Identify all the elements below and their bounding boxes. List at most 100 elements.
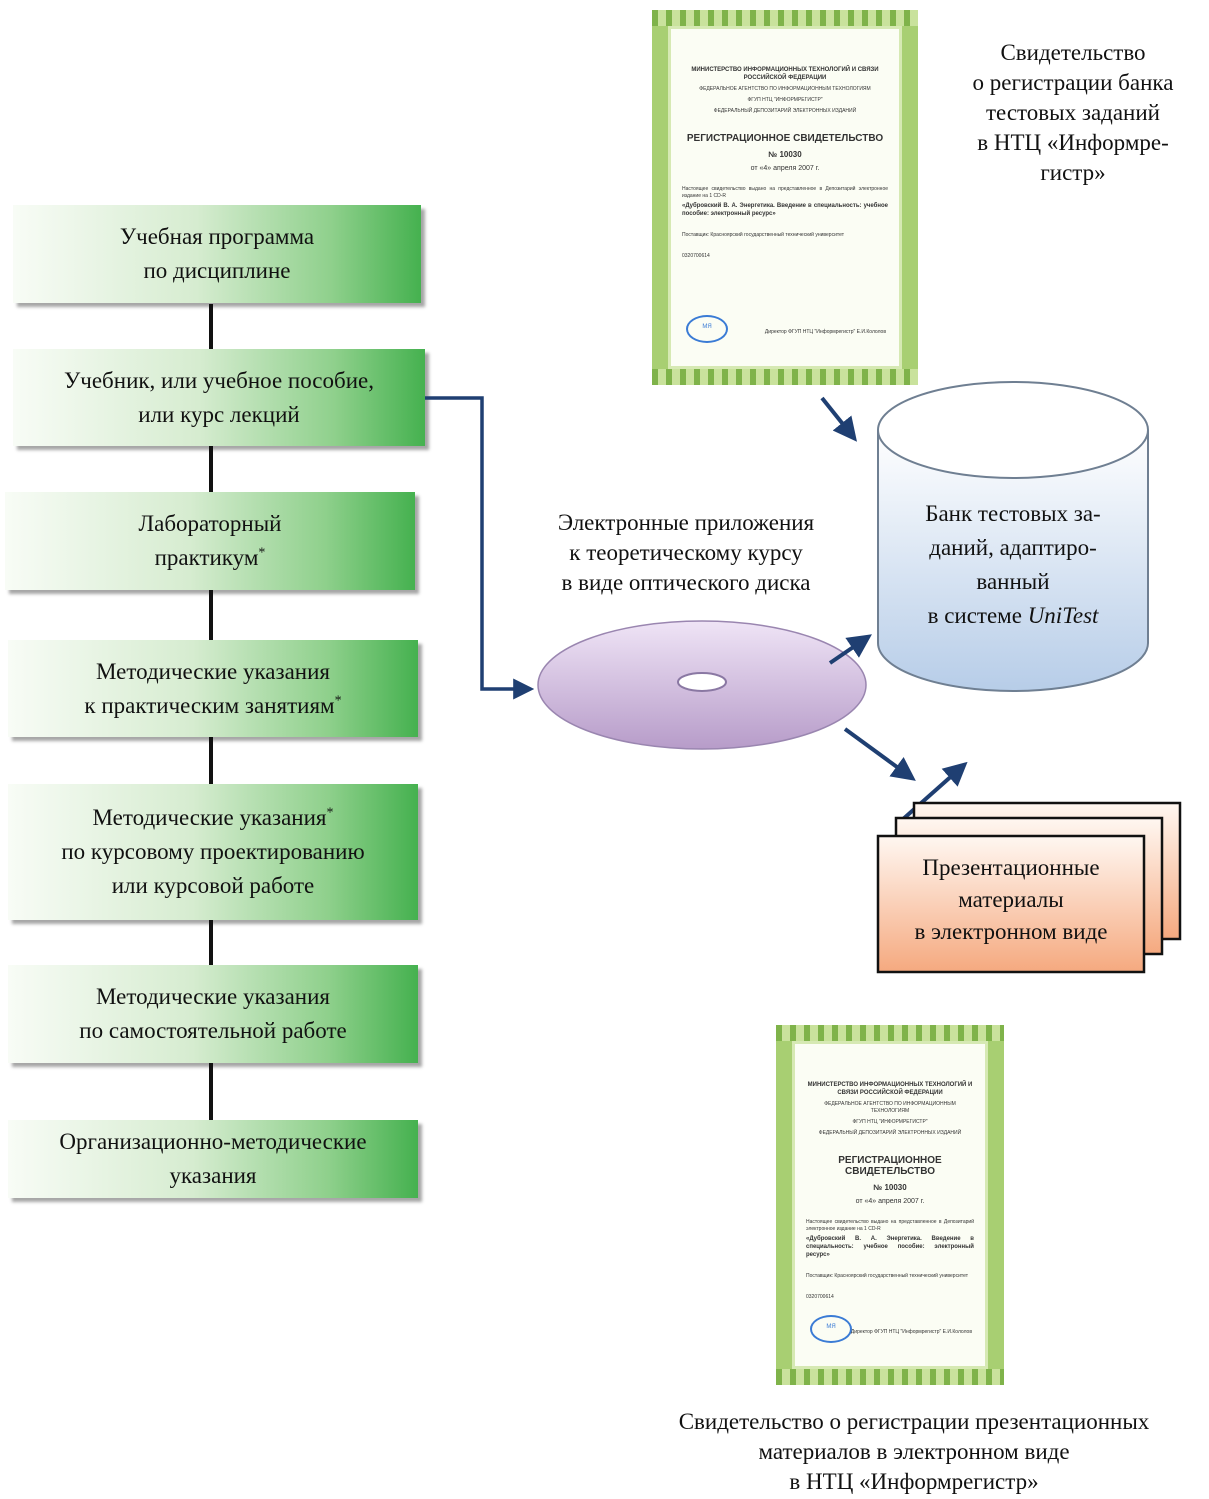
box-text-line: Учебная программа bbox=[120, 220, 314, 254]
cert-bottom-caption-line: Свидетельство о регистрации презентацион… bbox=[678, 1409, 1150, 1434]
certificate-bottom: МИНИСТЕРСТВО ИНФОРМАЦИОННЫХ ТЕХНОЛОГИЙ И… bbox=[776, 1025, 1004, 1385]
coursework-guide-box: Методические указания* по курсовому проек… bbox=[8, 784, 418, 920]
disc-caption-line: в виде оптического диска bbox=[561, 570, 811, 595]
certificate-reg-number: 0320700614 bbox=[682, 253, 710, 259]
disc-to-presentation-arrow bbox=[843, 727, 916, 781]
footnote-star: * bbox=[258, 545, 266, 561]
box-text: по курсовому проектированию bbox=[61, 839, 365, 864]
cert-top-caption-line: о регистрации банка bbox=[972, 70, 1174, 95]
box-text: Лабораторный bbox=[138, 511, 282, 536]
footnote-star: * bbox=[334, 692, 342, 708]
certificate-depository: ФЕДЕРАЛЬНЫЙ ДЕПОЗИТАРИЙ ЭЛЕКТРОННЫХ ИЗДА… bbox=[818, 1130, 962, 1136]
box-text: Методические указания bbox=[96, 984, 330, 1009]
box-text-line: к практическим занятиям* bbox=[84, 689, 341, 723]
presentation-label-line: в электронном виде bbox=[914, 919, 1108, 944]
certificate-body-bold: «Дубровский В. А. Энергетика. Введение в… bbox=[682, 203, 888, 217]
test-bank-label-line: даний, адаптиро- bbox=[929, 535, 1097, 560]
presentation-label-line: материалы bbox=[958, 887, 1064, 912]
test-bank-label-prefix: в системе bbox=[927, 603, 1028, 628]
certificate-body: Настоящее свидетельство выдано на предст… bbox=[806, 1219, 974, 1232]
certificate-title: РЕГИСТРАЦИОННОЕ СВИДЕТЕЛЬСТВО bbox=[686, 133, 884, 144]
certificate-org: ФГУП НТЦ "ИНФОРМРЕГИСТР" bbox=[852, 1119, 928, 1125]
practical-guide-box: Методические указания к практическим заня… bbox=[8, 640, 418, 737]
disc-caption: Электронные приложения к теоретическому … bbox=[518, 508, 854, 598]
lab-practicum-box: Лабораторный практикум* bbox=[5, 492, 415, 590]
cert-bottom-caption-line: материалов в электронном виде bbox=[758, 1439, 1070, 1464]
certificate-body-bold: «Дубровский В. А. Энергетика. Введение в… bbox=[806, 1236, 974, 1258]
certificate-number: № 10030 bbox=[768, 150, 802, 159]
textbook-to-disc-arrow bbox=[425, 396, 535, 700]
box-text-line: практикум* bbox=[155, 541, 266, 575]
test-bank-cylinder bbox=[877, 381, 1149, 692]
box-text: или курс лекций bbox=[138, 401, 300, 427]
certificate-header: МИНИСТЕРСТВО ИНФОРМАЦИОННЫХ ТЕХНОЛОГИЙ И… bbox=[807, 1082, 973, 1096]
certificate-signer: Директор ФГУП НТЦ "Информрегистр" Е.И.Ко… bbox=[850, 1329, 972, 1335]
disc-to-bank-arrow bbox=[828, 634, 872, 665]
cert-bottom-caption: Свидетельство о регистрации презентацион… bbox=[620, 1407, 1208, 1497]
disc-caption-line: к теоретическому курсу bbox=[569, 540, 803, 565]
certificate-seal: МЯ bbox=[810, 1315, 852, 1343]
footnote-star: * bbox=[326, 805, 334, 821]
textbook-box: Учебник, или учебное пособие, или курс ле… bbox=[13, 349, 425, 446]
box-text-line: Методические указания* bbox=[93, 801, 334, 835]
box-text: Учебник, или учебное пособие, bbox=[64, 367, 374, 393]
cert-top-caption-line: гистр» bbox=[1040, 160, 1106, 185]
certificate-date: от «4» апреля 2007 г. bbox=[750, 165, 820, 172]
box-text-line: Методические указания bbox=[96, 655, 330, 689]
box-text-line: Организационно-методические bbox=[59, 1125, 366, 1159]
test-bank-label: Банк тестовых за- даний, адаптиро- ванны… bbox=[890, 497, 1136, 633]
presentation-label-line: Презентационные bbox=[922, 855, 1100, 880]
certificate-org: ФГУП НТЦ "ИНФОРМРЕГИСТР" bbox=[747, 97, 823, 103]
box-text-line: Учебник, или учебное пособие, bbox=[64, 364, 374, 398]
box-text: по самостоятельной работе bbox=[79, 1018, 347, 1043]
box-text: указания bbox=[169, 1163, 257, 1188]
box-text-line: указания bbox=[169, 1159, 256, 1193]
cert-top-caption-line: в НТЦ «Информре- bbox=[977, 130, 1169, 155]
certificate-title: РЕГИСТРАЦИОННОЕ СВИДЕТЕЛЬСТВО bbox=[838, 1155, 942, 1177]
box-text-line: Методические указания bbox=[96, 980, 330, 1014]
cert-bottom-caption-line: в НТЦ «Информрегистр» bbox=[789, 1469, 1039, 1494]
cert-top-caption: Свидетельство о регистрации банка тестов… bbox=[942, 38, 1204, 188]
box-text: Организационно-методические bbox=[59, 1129, 367, 1154]
certificate-number: № 10030 bbox=[873, 1183, 907, 1192]
box-text: к практическим занятиям bbox=[84, 692, 335, 718]
presentation-label: Презентационные материалы в электронном … bbox=[880, 852, 1142, 948]
certificate-top: МИНИСТЕРСТВО ИНФОРМАЦИОННЫХ ТЕХНОЛОГИЙ И… bbox=[652, 10, 918, 385]
certificate-seal: МЯ bbox=[686, 315, 728, 343]
box-text: или курсовой работе bbox=[111, 873, 315, 898]
org-method-box: Организационно-методические указания bbox=[8, 1120, 418, 1198]
box-text-line: по самостоятельной работе bbox=[79, 1014, 346, 1048]
certificate-signer: Директор ФГУП НТЦ "Информрегистр" Е.И.Ко… bbox=[764, 329, 886, 335]
disc-caption-line: Электронные приложения bbox=[557, 510, 815, 535]
cert-top-caption-line: Свидетельство bbox=[1000, 40, 1146, 65]
optical-disc bbox=[537, 620, 867, 750]
box-text: Методические указания bbox=[92, 805, 327, 830]
self-study-guide-box: Методические указания по самостоятельной … bbox=[8, 965, 418, 1063]
box-text-line: или курс лекций bbox=[138, 398, 299, 432]
box-text-line: или курсовой работе bbox=[112, 869, 315, 903]
box-text: по дисциплине bbox=[143, 258, 291, 283]
certificate-depository: ФЕДЕРАЛЬНЫЙ ДЕПОЗИТАРИЙ ЭЛЕКТРОННЫХ ИЗДА… bbox=[713, 108, 857, 114]
certificate-reg-number: 0320700614 bbox=[806, 1294, 834, 1300]
certificate-agency: ФЕДЕРАЛЬНОЕ АГЕНТСТВО ПО ИНФОРМАЦИОННЫМ … bbox=[699, 86, 871, 92]
certificate-date: от «4» апреля 2007 г. bbox=[855, 1198, 925, 1205]
box-text: практикум bbox=[154, 545, 259, 570]
certificate-header: МИНИСТЕРСТВО ИНФОРМАЦИОННЫХ ТЕХНОЛОГИЙ И… bbox=[691, 67, 879, 81]
syllabus-box: Учебная программа по дисциплине bbox=[13, 205, 421, 303]
cert-top-caption-line: тестовых заданий bbox=[986, 100, 1160, 125]
test-bank-label-line: Банк тестовых за- bbox=[925, 501, 1101, 526]
box-text: Методические указания bbox=[96, 658, 330, 684]
certificate-supplier: Поставщик: Красноярский государственный … bbox=[806, 1273, 969, 1279]
test-bank-label-line: ванный bbox=[976, 569, 1050, 594]
box-text-line: по курсовому проектированию bbox=[61, 835, 364, 869]
certificate-supplier: Поставщик: Красноярский государственный … bbox=[682, 232, 845, 238]
test-bank-label-line: в системе UniTest bbox=[890, 599, 1136, 633]
unitest-label: UniTest bbox=[1027, 603, 1099, 628]
cert-to-bank-arrow bbox=[820, 396, 857, 442]
box-text-line: по дисциплине bbox=[143, 254, 290, 288]
presentation-stack bbox=[876, 801, 1182, 974]
box-text: Учебная программа bbox=[119, 224, 315, 249]
certificate-body: Настоящее свидетельство выдано на предст… bbox=[682, 186, 888, 199]
cert-to-presentation-arrow bbox=[900, 761, 968, 822]
